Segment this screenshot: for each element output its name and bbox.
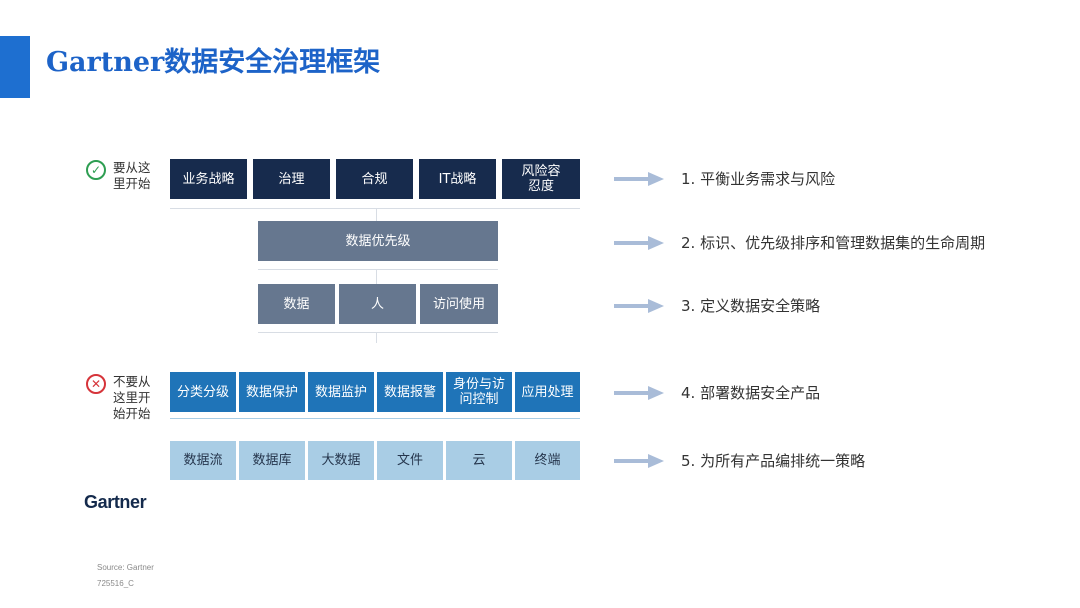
framework-row-platforms: 数据流 数据库 大数据 文件 云 终端 bbox=[170, 441, 580, 480]
framework-row-policy: 数据 人 访问使用 bbox=[258, 284, 498, 324]
framework-box: 终端 bbox=[515, 441, 580, 480]
not-start-here-line: 不要从 bbox=[113, 374, 151, 389]
row-separator bbox=[170, 418, 580, 419]
step-note: 1. 平衡业务需求与风险 bbox=[681, 170, 836, 188]
framework-box: 数据 bbox=[258, 284, 335, 324]
connector-line bbox=[376, 270, 377, 284]
title-accent-bar bbox=[0, 36, 30, 98]
framework-box: 数据优先级 bbox=[258, 221, 498, 261]
start-here-line: 要从这 bbox=[113, 160, 151, 175]
not-start-here-marker: ✕ 不要从 这里开 始开始 bbox=[86, 374, 151, 422]
framework-box: 风险容 忍度 bbox=[502, 159, 580, 199]
framework-box: 合规 bbox=[336, 159, 413, 199]
framework-row-strategy: 业务战略 治理 合规 IT战略 风险容 忍度 bbox=[170, 159, 580, 199]
not-start-here-text: 不要从 这里开 始开始 bbox=[113, 374, 151, 422]
page-title: Gartner数据安全治理框架 bbox=[46, 43, 380, 83]
connector-line bbox=[376, 209, 377, 221]
row-separator bbox=[258, 332, 498, 333]
framework-box: 数据报警 bbox=[377, 372, 443, 412]
not-start-here-line: 这里开 bbox=[113, 390, 151, 405]
source-caption: Source: Gartner bbox=[97, 563, 154, 572]
start-here-line: 里开始 bbox=[113, 176, 151, 191]
right-arrow-icon bbox=[614, 386, 664, 400]
framework-box: 数据监护 bbox=[308, 372, 374, 412]
framework-box: 数据流 bbox=[170, 441, 236, 480]
cross-circle-icon: ✕ bbox=[86, 374, 106, 394]
framework-box: 大数据 bbox=[308, 441, 374, 480]
start-here-text: 要从这 里开始 bbox=[113, 160, 151, 192]
step-note: 5. 为所有产品编排统一策略 bbox=[681, 452, 866, 470]
gartner-logo: Gartner bbox=[84, 492, 147, 512]
step-note: 2. 标识、优先级排序和管理数据集的生命周期 bbox=[681, 234, 986, 252]
framework-box: 云 bbox=[446, 441, 512, 480]
framework-box: 治理 bbox=[253, 159, 330, 199]
framework-row-priority: 数据优先级 bbox=[258, 221, 498, 261]
framework-row-products: 分类分级 数据保护 数据监护 数据报警 身份与访 问控制 应用处理 bbox=[170, 372, 580, 412]
framework-box: 访问使用 bbox=[420, 284, 498, 324]
step-note: 4. 部署数据安全产品 bbox=[681, 384, 821, 402]
page-title-latin: Gartner bbox=[46, 47, 165, 78]
not-start-here-line: 始开始 bbox=[113, 406, 151, 421]
framework-box: IT战略 bbox=[419, 159, 496, 199]
framework-box: 业务战略 bbox=[170, 159, 247, 199]
framework-box: 文件 bbox=[377, 441, 443, 480]
framework-box: 分类分级 bbox=[170, 372, 236, 412]
framework-box: 身份与访 问控制 bbox=[446, 372, 512, 412]
row-separator bbox=[258, 269, 498, 270]
right-arrow-icon bbox=[614, 454, 664, 468]
start-here-marker: ✓ 要从这 里开始 bbox=[86, 160, 151, 192]
framework-box: 数据库 bbox=[239, 441, 305, 480]
connector-line bbox=[376, 333, 377, 343]
step-note: 3. 定义数据安全策略 bbox=[681, 297, 821, 315]
framework-box: 数据保护 bbox=[239, 372, 305, 412]
right-arrow-icon bbox=[614, 236, 664, 250]
row-separator bbox=[170, 208, 580, 209]
page-title-cjk: 数据安全治理框架 bbox=[164, 47, 381, 78]
document-id: 725516_C bbox=[97, 579, 134, 588]
right-arrow-icon bbox=[614, 172, 664, 186]
framework-box: 应用处理 bbox=[515, 372, 580, 412]
check-circle-icon: ✓ bbox=[86, 160, 106, 180]
right-arrow-icon bbox=[614, 299, 664, 313]
framework-box: 人 bbox=[339, 284, 416, 324]
